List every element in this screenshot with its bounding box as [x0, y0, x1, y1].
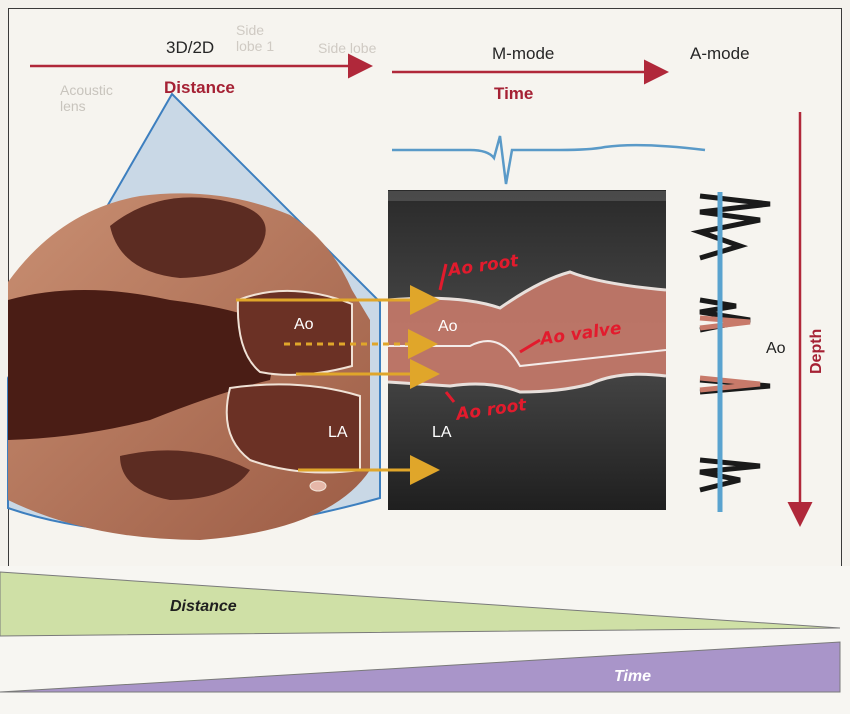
rv-chamber	[110, 197, 266, 278]
mode-m-label: M-mode	[492, 44, 555, 63]
distance-wedge-label: Distance	[170, 598, 237, 615]
valve-line	[388, 340, 667, 368]
left-atrium-2d	[225, 383, 361, 474]
lv-cavity	[8, 290, 280, 440]
mode-2d-label: 3D/2D	[166, 38, 215, 57]
handwritten-tick-2	[519, 338, 541, 354]
vessel-dot	[309, 480, 327, 492]
a-mode-panel	[680, 192, 776, 512]
mode-a-label: A-mode	[690, 44, 750, 63]
time-wedge-label: Time	[614, 668, 652, 685]
handwritten-tick-1	[438, 263, 448, 291]
axis-time-label: Time	[494, 84, 534, 103]
faded-acoustic-lens-label: Acoustic lens	[60, 82, 113, 114]
aortic-wall-top	[387, 270, 667, 310]
faded-side-lobe-2-label: Side lobe	[318, 40, 377, 56]
time-wedge	[0, 641, 841, 693]
axis-depth-label: Depth	[808, 328, 825, 374]
ao-2d-label: Ao	[294, 316, 314, 333]
la-mmode-label: LA	[432, 424, 452, 441]
la-2d-label: LA	[328, 424, 348, 441]
a-mode-echoes	[690, 193, 771, 493]
distance-wedge	[0, 571, 841, 637]
faded-side-lobe-label: Side lobe 1	[236, 22, 275, 54]
ao-amode-label: Ao	[766, 340, 786, 357]
ecg-trace	[392, 135, 706, 185]
lower-chamber	[120, 450, 250, 500]
axis-distance-label: Distance	[164, 78, 235, 97]
handwritten-tick-3	[444, 391, 456, 403]
m-mode-tissue-band	[388, 272, 666, 392]
ao-mmode-label: Ao	[438, 318, 458, 335]
